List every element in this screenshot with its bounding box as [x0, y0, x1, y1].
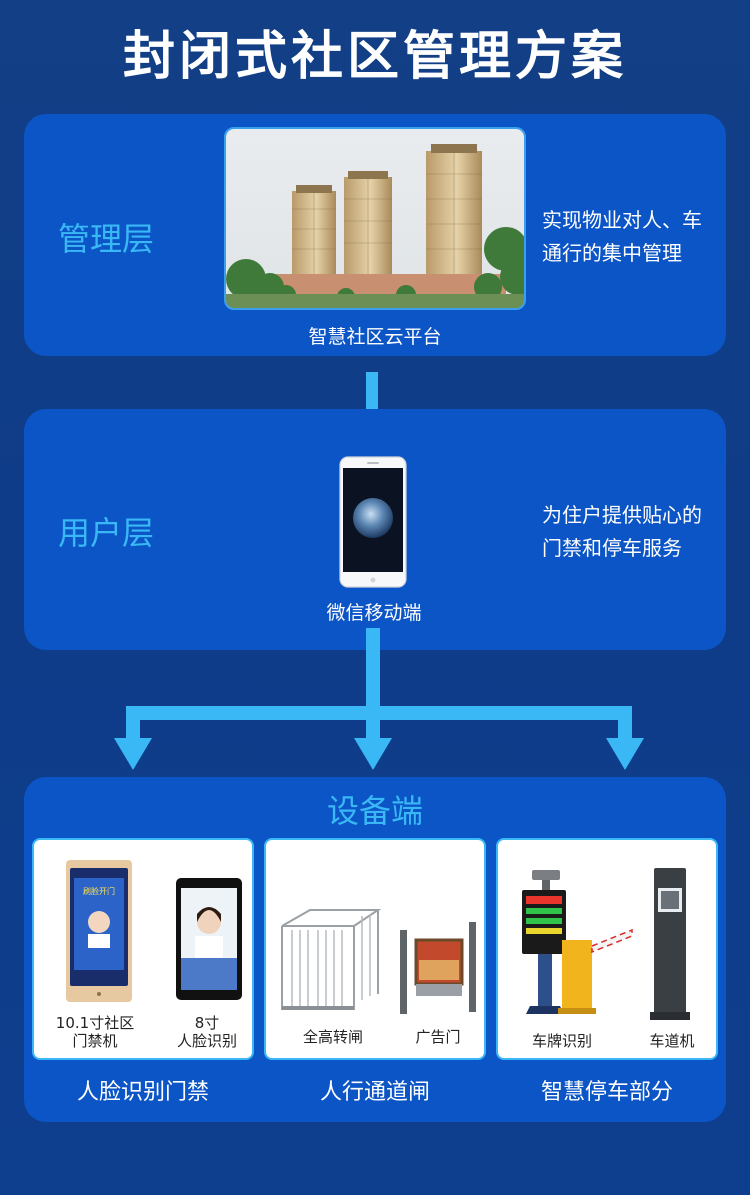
pedestrian-gate-title: 人行通道闸 [319, 1080, 430, 1105]
user-layer-label: 用户层 [58, 514, 155, 552]
door-terminal-10-image: 刷脸开门 [66, 860, 132, 1002]
pedestrian-gate-card: 全高转闸 广告门 [264, 838, 486, 1060]
user-description-line: 门禁和停车服务 [542, 536, 682, 560]
plate-recognition-label: 车牌识别 [531, 1032, 592, 1050]
page-title: 封闭式社区管理方案 [122, 27, 627, 87]
advertising-gate-image [400, 922, 476, 1014]
cloud-platform-image [224, 127, 526, 310]
label-line: 10.1寸社区 [55, 1014, 135, 1032]
face-terminal-8-label: 8寸 人脸识别 [160, 1014, 252, 1050]
lane-machine-label: 车道机 [649, 1032, 695, 1050]
door-terminal-10-label: 10.1寸社区 门禁机 [40, 1014, 150, 1050]
wechat-mobile-caption: 微信移动端 [326, 602, 422, 624]
lane-machine-image [650, 868, 690, 1020]
door-screen-text: 刷脸开门 [83, 886, 115, 896]
management-layer-label: 管理层 [58, 220, 155, 258]
cloud-platform-caption: 智慧社区云平台 [308, 326, 442, 348]
smart-parking-title: 智慧停车部分 [540, 1080, 673, 1105]
plate-recognition-image [522, 870, 633, 1014]
face-access-title: 人脸识别门禁 [76, 1080, 209, 1105]
user-description: 为住户提供贴心的 门禁和停车服务 [542, 499, 702, 565]
management-description: 实现物业对人、车 通行的集中管理 [542, 204, 702, 270]
full-height-turnstile-label: 全高转闸 [302, 1028, 363, 1046]
face-access-card: 刷脸开门 10.1寸社区 门禁机 8寸 人脸识别 [32, 838, 254, 1060]
smart-parking-card: 车牌识别 车道机 [496, 838, 718, 1060]
advertising-gate-label: 广告门 [415, 1028, 461, 1046]
full-height-turnstile-image [281, 909, 382, 1010]
management-description-line: 实现物业对人、车 [542, 208, 702, 232]
label-line: 人脸识别 [176, 1032, 237, 1050]
user-description-line: 为住户提供贴心的 [542, 503, 702, 527]
management-description-line: 通行的集中管理 [542, 241, 682, 265]
device-layer-label: 设备端 [326, 792, 423, 830]
branch-arrows [114, 628, 644, 770]
label-line: 门禁机 [72, 1032, 118, 1050]
wechat-phone-image [339, 456, 407, 588]
label-line: 8寸 [194, 1014, 220, 1032]
face-terminal-8-image [176, 878, 242, 1000]
